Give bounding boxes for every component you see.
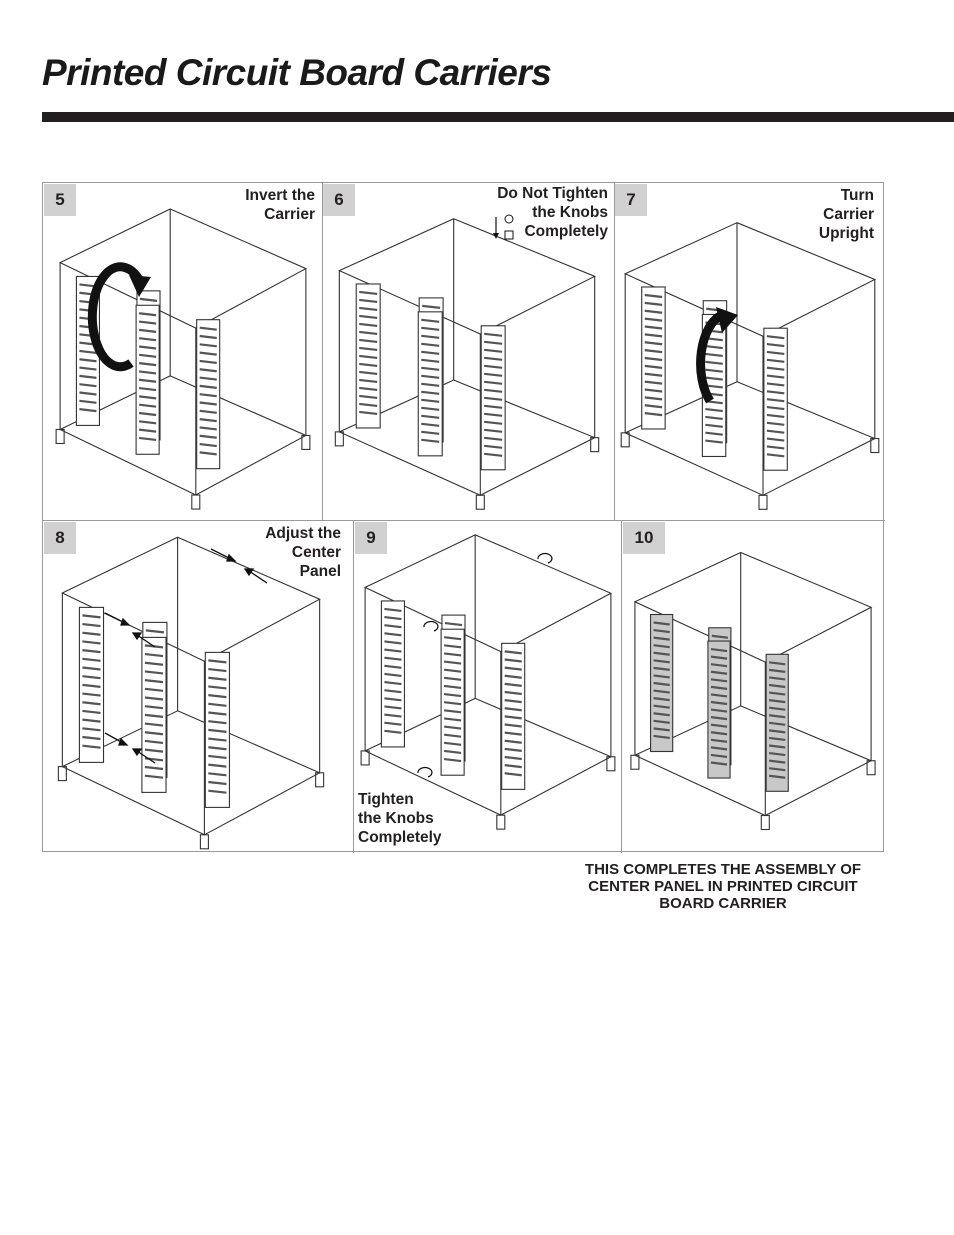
step-8-panel: 8 Adjust the Center Panel — [43, 521, 353, 853]
instruction-grid: 5 Invert the Carrier 6 Do Not Tighten th… — [42, 182, 885, 853]
step-caption: Adjust the Center Panel — [265, 525, 341, 580]
step-9-panel: 9 Tighten the Knobs Completely — [354, 521, 621, 853]
step-number: 6 — [323, 184, 355, 216]
step-number: 8 — [44, 522, 76, 554]
tighten-knob-icon — [417, 552, 553, 778]
carrier-illustration — [620, 222, 880, 510]
step-caption: Tighten the Knobs Completely — [358, 791, 442, 846]
knob-arrow-icon — [493, 214, 514, 240]
step-number: 5 — [44, 184, 76, 216]
step-caption: Turn Carrier Upright — [818, 187, 874, 242]
col-divider — [322, 183, 323, 520]
step-caption: Do Not Tighten the Knobs Completely — [497, 185, 608, 240]
col-divider — [621, 520, 622, 853]
step-number: 9 — [355, 522, 387, 554]
carrier-illustration — [360, 534, 616, 830]
completion-note: THIS COMPLETES THE ASSEMBLY OF CENTER PA… — [584, 861, 862, 912]
step-5-panel: 5 Invert the Carrier — [43, 183, 322, 520]
col-divider — [614, 183, 615, 520]
rotate-arrow-icon — [87, 262, 151, 372]
step-caption: Invert the Carrier — [245, 187, 315, 223]
title-rule — [42, 112, 954, 122]
adjust-arrows-icon — [104, 548, 268, 764]
row-divider — [43, 520, 885, 521]
page-title: Printed Circuit Board Carriers — [42, 52, 552, 93]
step-7-panel: 7 Turn Carrier Upright — [614, 183, 885, 520]
step-10-panel: 10 — [622, 521, 885, 853]
col-divider — [353, 520, 354, 853]
step-6-panel: 6 Do Not Tighten the Knobs Completely — [322, 183, 614, 520]
step-number: 10 — [623, 522, 665, 554]
step-number: 7 — [615, 184, 647, 216]
carrier-illustration — [630, 551, 876, 831]
carrier-illustration — [334, 218, 600, 510]
carrier-illustration — [57, 536, 325, 850]
rotate-arrow-icon — [696, 307, 738, 404]
